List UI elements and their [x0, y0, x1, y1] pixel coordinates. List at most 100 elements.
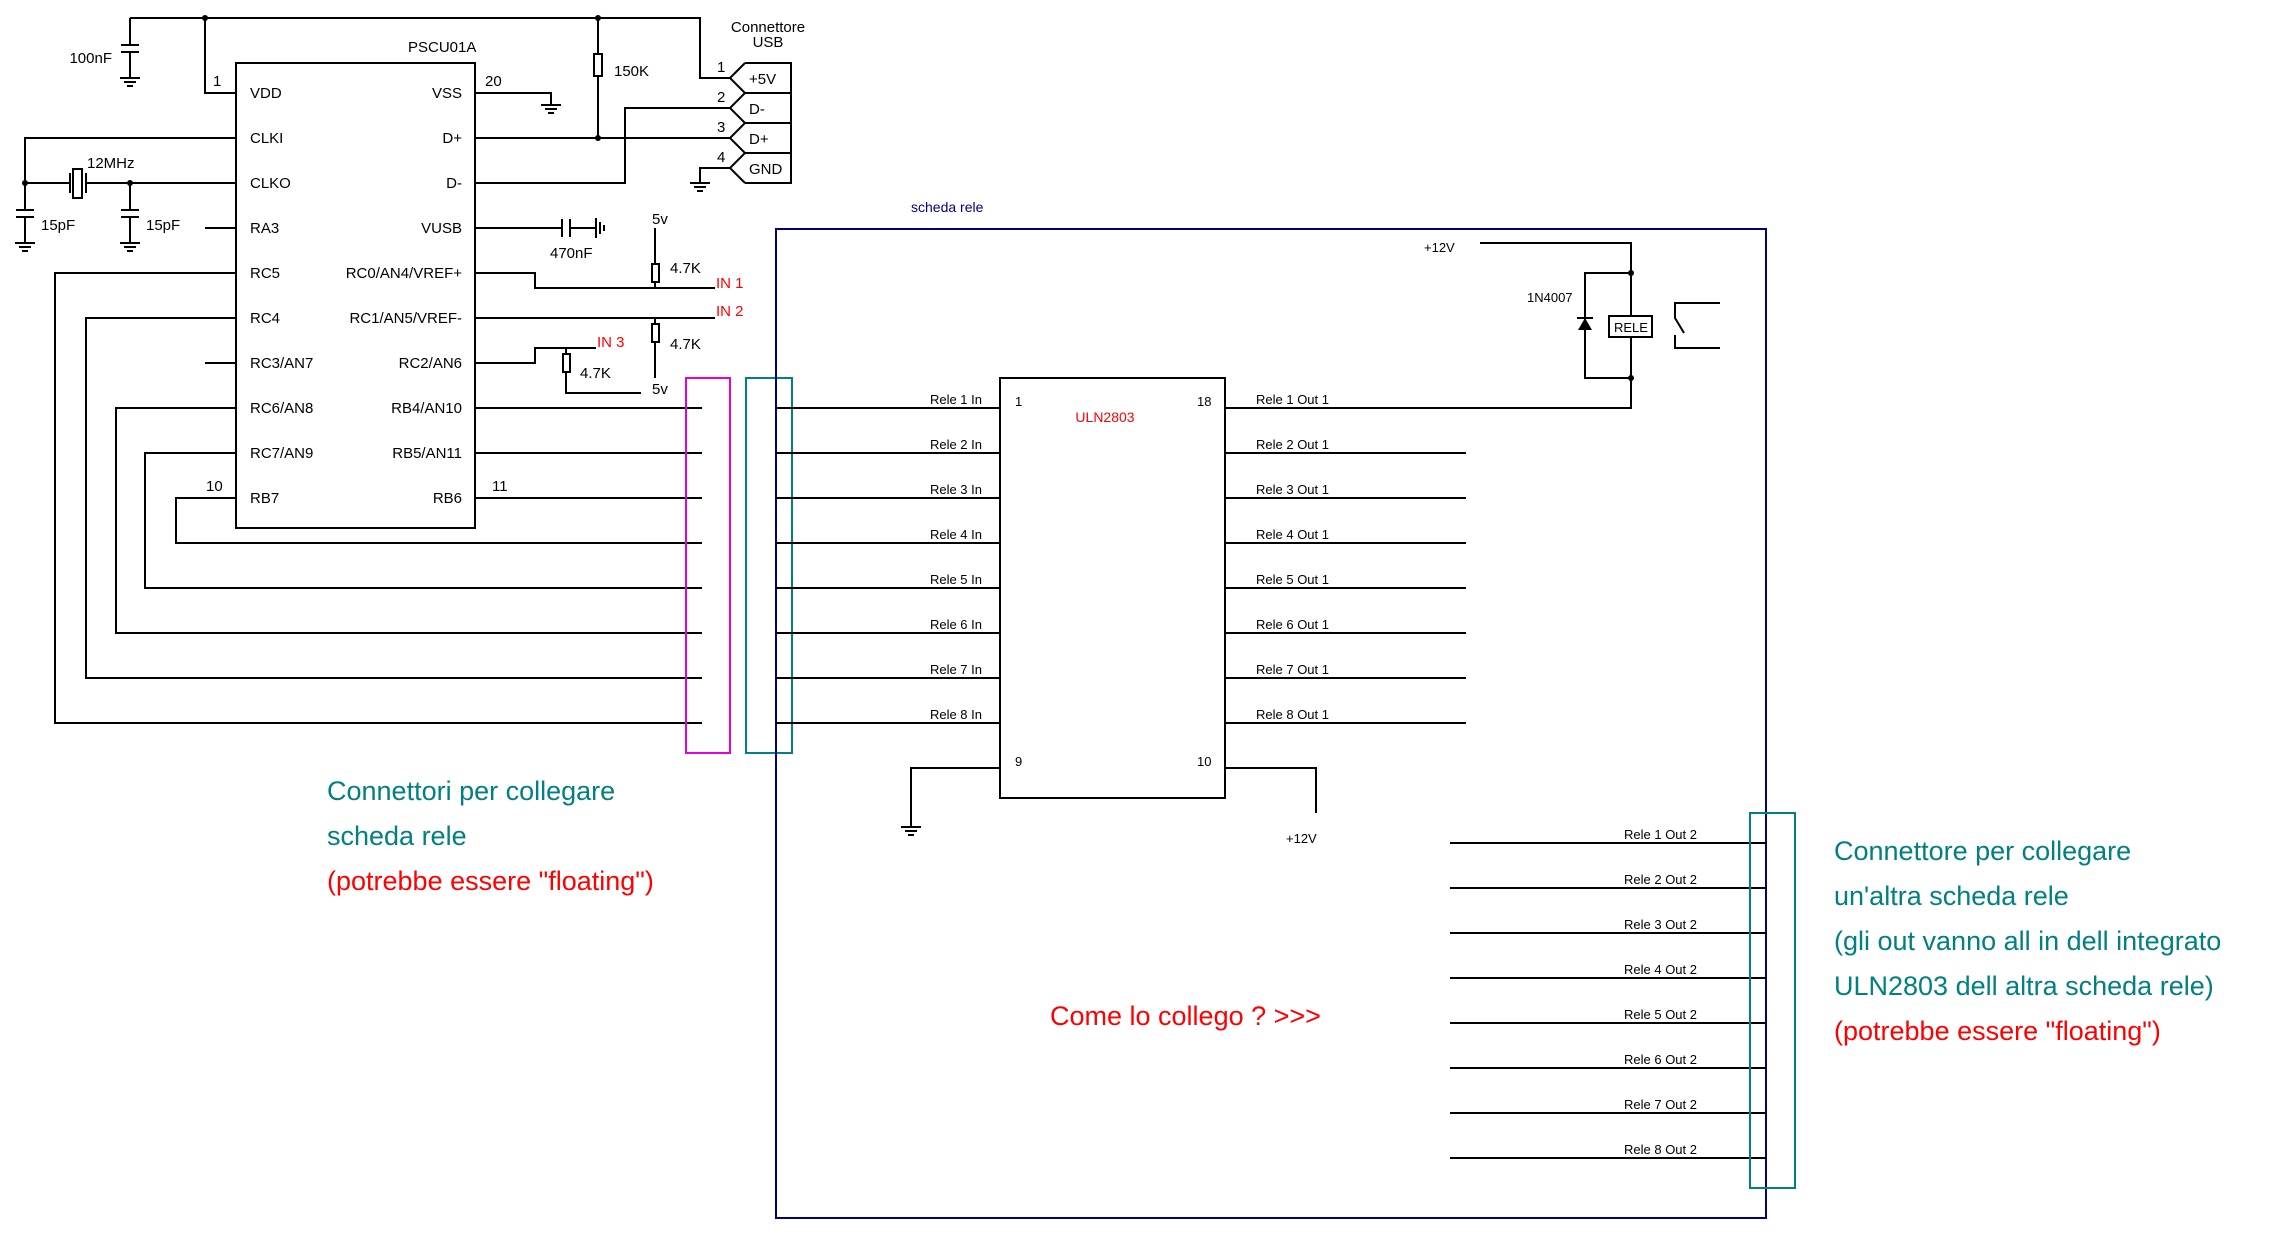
- relay-output2-1: Rele 1 Out 2: [1450, 827, 1766, 844]
- board-output-1-lines: Rele 1 Out 1 Rele 2 Out 1 Rele 3 Out 1 Rele…: [1225, 392, 1466, 724]
- mcu-pin-label-ra3: RA3: [250, 220, 279, 237]
- relay-input-label: Rele 6 In: [930, 617, 982, 632]
- vusb-capacitor: 470nF: [475, 218, 605, 262]
- mcu-pin-label-rb4-an10: RB4/AN10: [391, 400, 462, 417]
- driver-chip: ULN2803 1 18 9 10: [999, 377, 1226, 799]
- relay-supply-label: +12V: [1424, 240, 1455, 255]
- relay-output2-8: Rele 8 Out 2: [1450, 1142, 1766, 1159]
- relay-output2-label: Rele 7 Out 2: [1624, 1097, 1697, 1112]
- usb-pin-number: 1: [717, 59, 725, 76]
- usb-pin-label: D+: [749, 131, 769, 148]
- note-right-line4: ULN2803 dell altra scheda rele): [1834, 971, 2214, 1001]
- pin-number-rb6: 11: [492, 478, 508, 495]
- note-right-line2: un'altra scheda rele: [1834, 881, 2069, 911]
- relay-output1-label: Rele 3 Out 1: [1256, 482, 1329, 497]
- driver-chip-name: ULN2803: [1075, 409, 1134, 425]
- relay-output1-2: Rele 2 Out 1: [1225, 437, 1466, 454]
- ground-icon: [901, 826, 921, 836]
- usb-pin-label: GND: [749, 161, 783, 178]
- relay-input-label: Rele 2 In: [930, 437, 982, 452]
- load-capacitor-2: 15pF: [120, 183, 180, 252]
- relay-output2-2: Rele 2 Out 2: [1450, 872, 1766, 889]
- mcu-pin-label-rb6: RB6: [433, 490, 462, 507]
- resistor-in3: [562, 353, 571, 373]
- mcu-chip: PSCU01A 1 20 10 11 VDDCLKICLKORA3RC5RC4R…: [206, 39, 508, 529]
- note-right-line5: (potrebbe essere "floating"): [1834, 1016, 2161, 1046]
- load-cap-2-value: 15pF: [146, 217, 180, 234]
- relay-output2-label: Rele 3 Out 2: [1624, 917, 1697, 932]
- resistor-in2-value: 4.7K: [670, 336, 701, 353]
- note-left: Connettori per collegare scheda rele (po…: [327, 776, 654, 896]
- mcu-pin-label-clki: CLKI: [250, 130, 283, 147]
- relay-input-2: Rele 2 In: [776, 437, 1000, 454]
- note-right-line1: Connettore per collegare: [1834, 836, 2131, 866]
- relay-input-label: Rele 5 In: [930, 572, 982, 587]
- usb-connector-title-line2: USB: [753, 34, 784, 51]
- mcu-pin-label-rc3-an7: RC3/AN7: [250, 355, 313, 372]
- driver-pin-9: 9: [1015, 754, 1022, 769]
- relay-output1-6: Rele 6 Out 1: [1225, 617, 1466, 634]
- relay-output1-1: Rele 1 Out 1: [1225, 392, 1466, 409]
- mcu-name: PSCU01A: [408, 39, 476, 56]
- mcu-pin-label-vdd: VDD: [250, 85, 282, 102]
- usb-connector-title-line1: Connettore: [731, 19, 805, 36]
- usb-pin-number: 2: [717, 89, 725, 106]
- supply-label-in2: 5v: [652, 381, 668, 398]
- pullup-resistor: [593, 53, 603, 77]
- relay-output2-label: Rele 4 Out 2: [1624, 962, 1697, 977]
- note-left-line3: (potrebbe essere "floating"): [327, 866, 654, 896]
- note-right: Connettore per collegare un'altra scheda…: [1834, 836, 2221, 1046]
- ground-icon: [120, 77, 140, 87]
- input-label-in3: IN 3: [597, 334, 625, 351]
- relay-output2-label: Rele 6 Out 2: [1624, 1052, 1697, 1067]
- mcu-side-connector: [685, 377, 731, 754]
- input-label-in2: IN 2: [716, 303, 744, 320]
- relay-input-label: Rele 4 In: [930, 527, 982, 542]
- relay-output1-5: Rele 5 Out 1: [1225, 572, 1466, 589]
- top-supply-rail: [130, 15, 730, 94]
- relay-output1-label: Rele 5 Out 1: [1256, 572, 1329, 587]
- relay-output2-label: Rele 5 Out 2: [1624, 1007, 1697, 1022]
- relay-board-title: scheda rele: [911, 199, 984, 215]
- mcu-pin-label-d-: D-: [446, 175, 462, 192]
- driver-pin-18: 18: [1197, 394, 1211, 409]
- ground-icon: [120, 242, 140, 252]
- relay-output2-5: Rele 5 Out 2: [1450, 1007, 1766, 1024]
- usb-pin-3: 3D+: [717, 119, 769, 148]
- relay-input-label: Rele 8 In: [930, 707, 982, 722]
- relay-output1-label: Rele 8 Out 1: [1256, 707, 1329, 722]
- note-center-question: Come lo collego ? >>>: [1050, 1001, 1321, 1031]
- pullup-resistor-value: 150K: [614, 63, 649, 80]
- expansion-connector: [1749, 812, 1796, 1189]
- relay-label: RELE: [1614, 320, 1648, 335]
- mcu-pin-label-rc5: RC5: [250, 265, 280, 282]
- usb-data-lines: 150K: [475, 18, 730, 192]
- resistor-in1: [651, 263, 660, 283]
- driver-ground: [901, 767, 1000, 836]
- mcu-output-bus: [54, 272, 702, 724]
- usb-pin-label: +5V: [749, 71, 776, 88]
- relay-coil: [1608, 315, 1653, 338]
- resistor-in3-value: 4.7K: [580, 365, 611, 382]
- relay-output1-3: Rele 3 Out 1: [1225, 482, 1466, 499]
- relay-output1-7: Rele 7 Out 1: [1225, 662, 1466, 679]
- mcu-pin-label-rb7: RB7: [250, 490, 279, 507]
- note-left-line2: scheda rele: [327, 821, 467, 851]
- driver-com-supply: +12V: [1225, 767, 1317, 846]
- relay-output2-4: Rele 4 Out 2: [1450, 962, 1766, 979]
- usb-pin-number: 3: [717, 119, 725, 136]
- relay-output1-label: Rele 6 Out 1: [1256, 617, 1329, 632]
- diode-label: 1N4007: [1527, 290, 1573, 305]
- usb-pin-number: 4: [717, 149, 725, 166]
- resistor-in2: [651, 323, 660, 343]
- relay-input-5: Rele 5 In: [776, 572, 1000, 589]
- relay-output1-label: Rele 4 Out 1: [1256, 527, 1329, 542]
- relay-output1-label: Rele 2 Out 1: [1256, 437, 1329, 452]
- relay-input-label: Rele 1 In: [930, 392, 982, 407]
- com-supply-label: +12V: [1286, 831, 1317, 846]
- mcu-pin-label-d-: D+: [442, 130, 462, 147]
- supply-label-in1: 5v: [652, 211, 668, 228]
